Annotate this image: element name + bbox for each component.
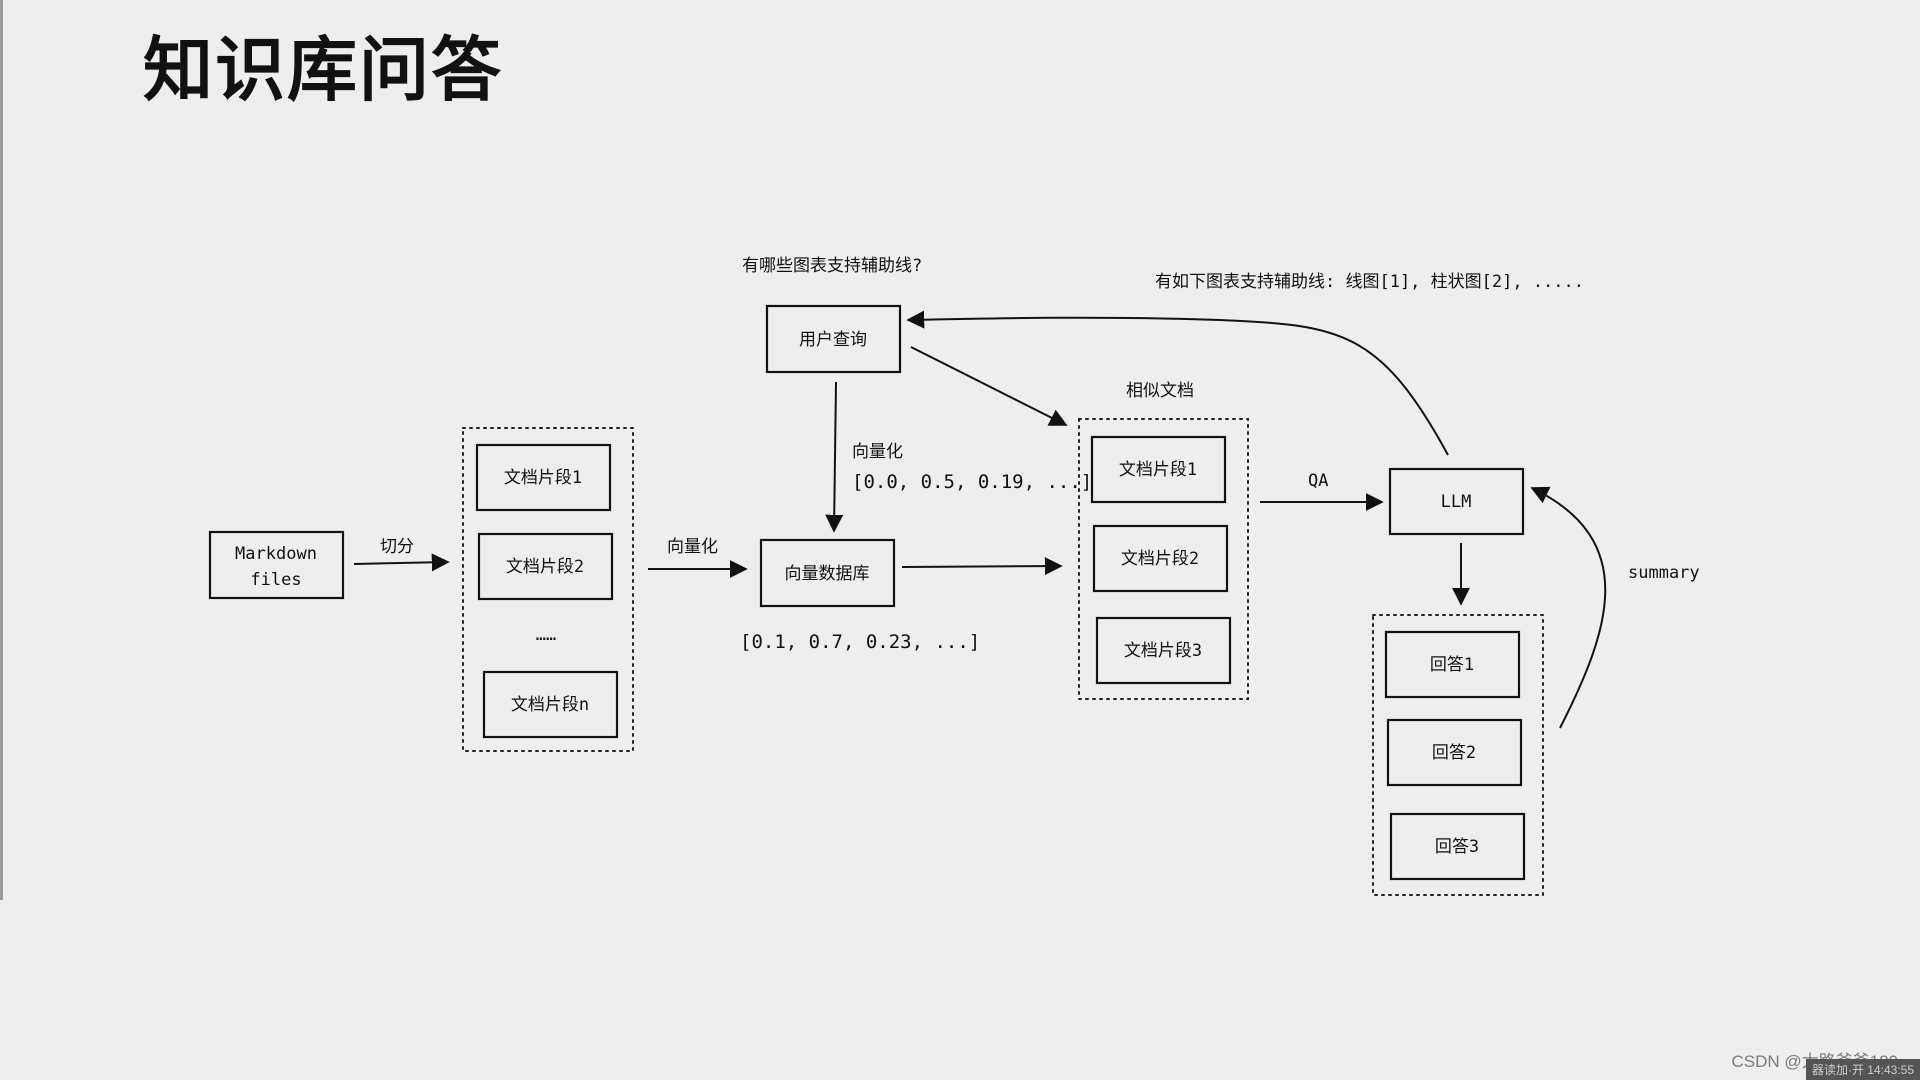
markdown-files-line1: Markdown	[235, 544, 317, 564]
user-query-node: 用户查询	[765, 304, 902, 374]
llm-label: LLM	[1441, 492, 1472, 512]
db-to-similar-arrow	[901, 557, 1063, 576]
similar-documents-group: 文档片段1 文档片段2 文档片段3	[1078, 418, 1249, 700]
split-arrow	[353, 553, 450, 572]
query-to-similar-arrow	[910, 346, 1068, 426]
answer-2-label: 回答2	[1432, 743, 1476, 763]
llm-to-query-arrow	[906, 310, 1449, 456]
qa-label: QA	[1308, 471, 1328, 491]
chunk-vector-label: [0.1, 0.7, 0.23, ...]	[740, 631, 980, 653]
llm-node: LLM	[1388, 467, 1525, 536]
query-vector-label: [0.0, 0.5, 0.19, ...]	[852, 471, 1092, 493]
summary-label: summary	[1628, 563, 1700, 583]
markdown-files-node: Markdown files	[208, 530, 345, 600]
similar-chunk-3-label: 文档片段3	[1124, 641, 1202, 661]
similar-docs-label: 相似文档	[1126, 381, 1194, 401]
split-label: 切分	[380, 537, 414, 557]
similar-chunk-2-label: 文档片段2	[1121, 549, 1199, 569]
chunk-n-label: 文档片段n	[511, 695, 589, 715]
answer-text: 有如下图表支持辅助线: 线图[1], 柱状图[2], .....	[1155, 272, 1584, 292]
left-edge	[0, 0, 3, 900]
vectorize-query-arrow	[825, 381, 844, 533]
vectorize-query-label: 向量化	[852, 442, 903, 462]
question-text: 有哪些图表支持辅助线?	[742, 256, 922, 276]
document-chunks-group: 文档片段1 文档片段2 …… 文档片段n	[462, 427, 634, 752]
chunk-2-label: 文档片段2	[506, 557, 584, 577]
markdown-files-line2: files	[250, 570, 301, 590]
timestamp-overlay: 器读加·开 14:43:55	[1805, 1059, 1920, 1080]
answer-1-label: 回答1	[1430, 655, 1474, 675]
similar-chunk-1-label: 文档片段1	[1119, 460, 1197, 480]
answer-3-label: 回答3	[1435, 837, 1479, 857]
user-query-label: 用户查询	[799, 330, 867, 350]
page-title: 知识库问答	[143, 29, 503, 111]
summary-arrow	[1530, 486, 1607, 729]
vectorize-chunks-label: 向量化	[667, 537, 718, 557]
vector-database-node: 向量数据库	[759, 538, 896, 608]
answers-group: 回答1 回答2 回答3	[1372, 614, 1544, 896]
chunk-1-label: 文档片段1	[504, 468, 582, 488]
vector-database-label: 向量数据库	[785, 564, 870, 584]
chunk-ellipsis: ……	[536, 625, 556, 645]
